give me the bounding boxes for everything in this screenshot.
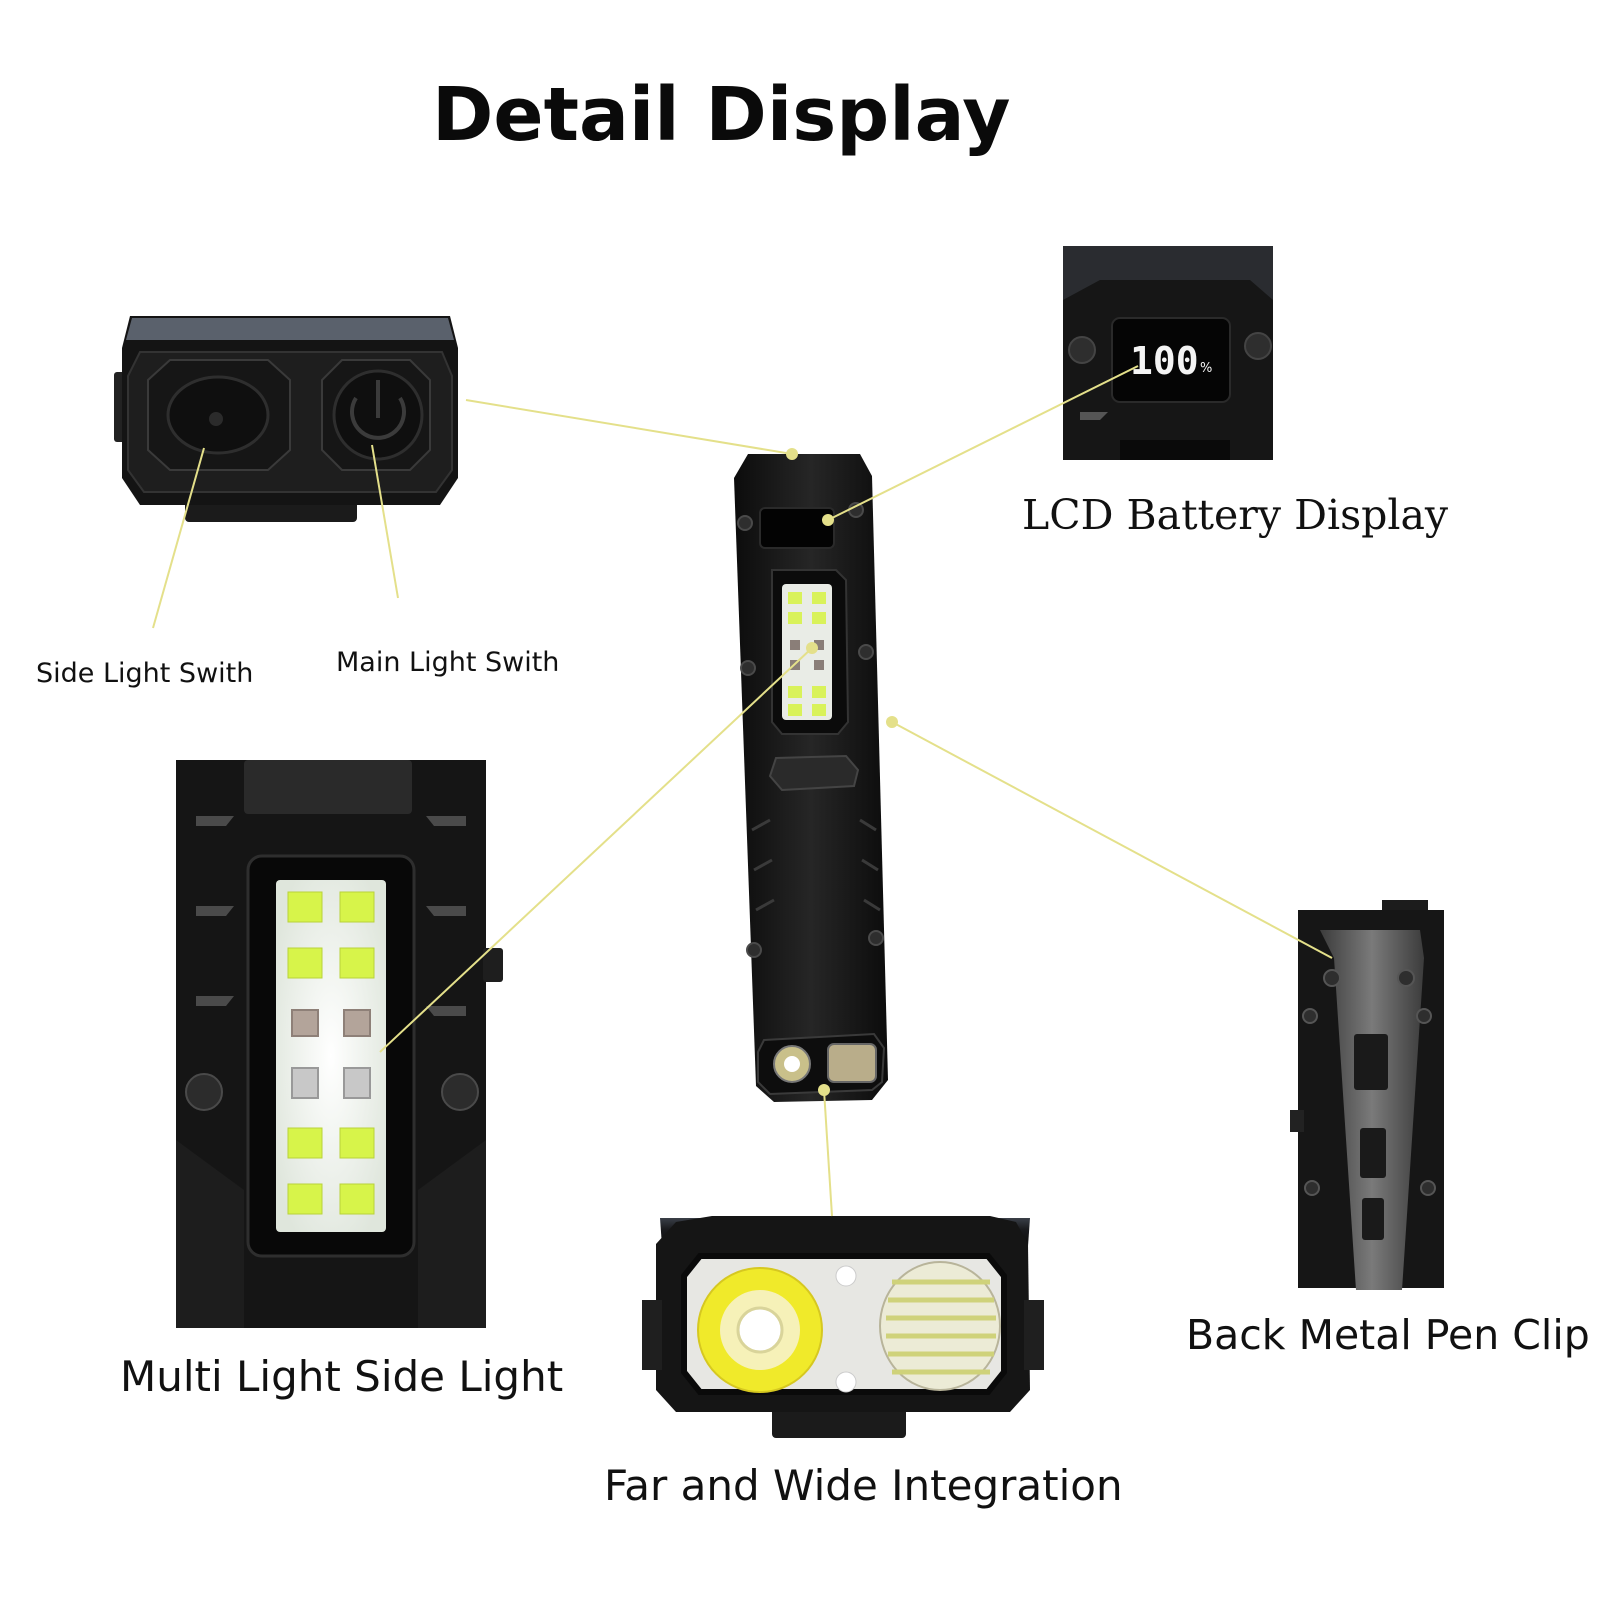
caption-far-and-wide-integration: Far and Wide Integration [604,1461,1123,1510]
caption-lcd-battery-display: LCD Battery Display [1022,491,1449,539]
leader-dots [786,448,898,1096]
caption-side-light-switch: Side Light Swith [36,658,254,689]
lcd-percent-sign: % [1200,361,1212,376]
side-light-closeup [176,760,503,1328]
pen-clip-closeup [1290,900,1444,1290]
lcd-battery-readout: 100 [1130,339,1199,383]
caption-main-light-switch: Main Light Swith [336,647,560,678]
page-title: Detail Display [432,72,1011,158]
head-closeup [642,1216,1044,1438]
caption-back-metal-pen-clip: Back Metal Pen Clip [1186,1311,1590,1359]
flashlight-body [734,454,888,1102]
leader-lines [152,365,1333,1217]
switch-end-cap [114,316,458,522]
caption-multi-light-side-light: Multi Light Side Light [120,1352,564,1401]
lcd-closeup [1063,246,1273,460]
